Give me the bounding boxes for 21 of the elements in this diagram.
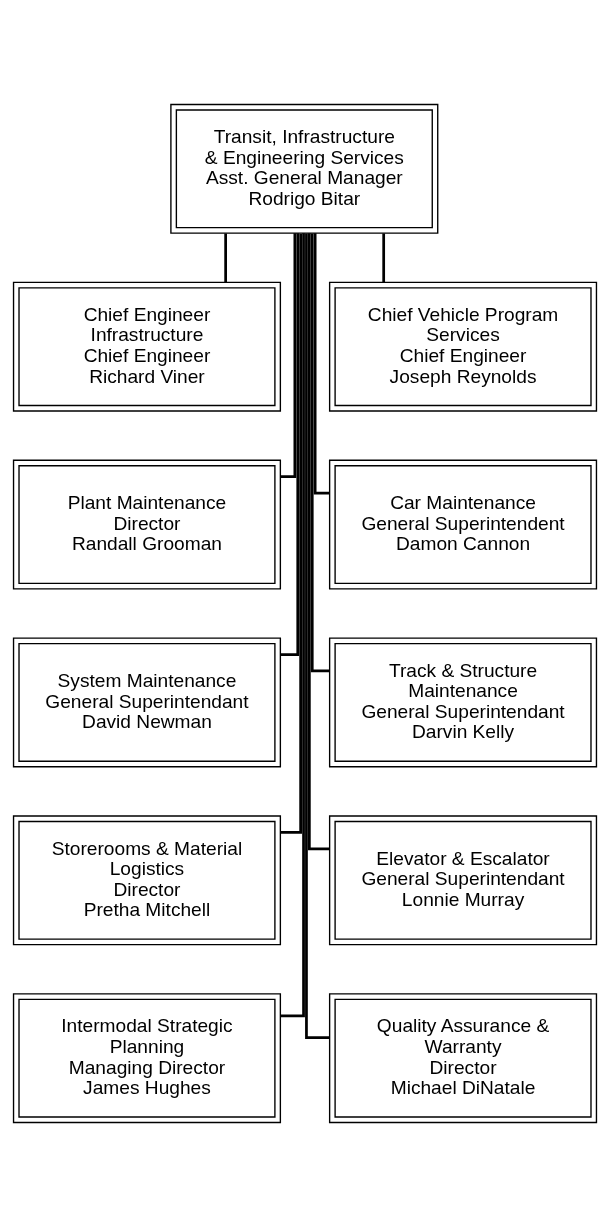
node-box: Transit, Infrastructure & Engineering Services Asst. General Manager Rodrigo Bitar (170, 103, 439, 234)
node-box: Track & Structure Maintenance General Superintendant Darvin Kelly (328, 636, 598, 767)
node-box: Chief Vehicle Program Services Chief Engineer Joseph Reynolds (328, 281, 598, 412)
connector (280, 232, 297, 478)
connector (308, 232, 330, 850)
connector (305, 232, 330, 1039)
node-box: Quality Assurance & Warranty Director Michael DiNatale (328, 992, 598, 1123)
connector (224, 233, 227, 282)
connector (280, 232, 300, 656)
node-box: Elevator & Escalator General Superintendant Lonnie Murray (328, 814, 598, 945)
node-box: Intermodal Strategic Planning Managing Director James Hughes (12, 992, 282, 1123)
node-box: System Maintenance General Superintendant David Newman (12, 636, 282, 767)
connector (313, 232, 330, 494)
node-box: Storerooms & Material Logistics Director Pretha Mitchell (12, 814, 282, 945)
connector (280, 233, 302, 834)
connector (382, 233, 386, 282)
node-box: Car Maintenance General Superintendent Damon Cannon (328, 459, 598, 590)
connector (310, 232, 330, 672)
node-box: Plant Maintenance Director Randall Grooman (12, 459, 282, 590)
connector (280, 232, 305, 1017)
node-box: Chief Engineer Infrastructure Chief Engineer Richard Viner (12, 281, 282, 412)
